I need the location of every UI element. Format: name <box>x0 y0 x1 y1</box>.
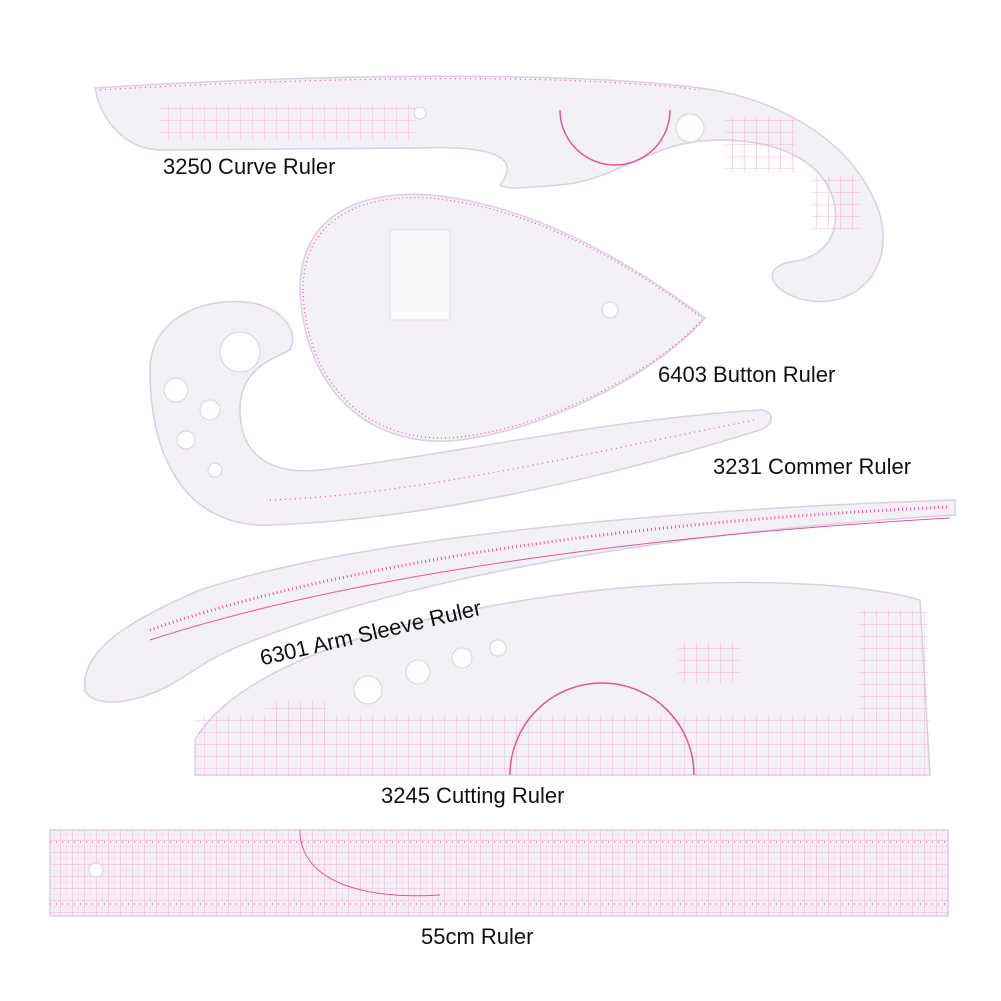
button-ruler-6403 <box>299 193 707 442</box>
arm-sleeve-ruler-6301 <box>84 499 956 703</box>
commer-ruler-3231 <box>149 300 772 526</box>
cutting-ruler-3245 <box>194 581 931 776</box>
curve-ruler-3250 <box>94 75 884 303</box>
commer-ruler-caption: 3231 Commer Ruler <box>713 454 912 479</box>
curve-ruler-caption: 3250 Curve Ruler <box>163 154 336 179</box>
55cm-ruler-caption: 55cm Ruler <box>421 924 534 949</box>
cutting-ruler-caption: 3245 Cutting Ruler <box>381 783 565 808</box>
button-ruler-caption: 6403 Button Ruler <box>658 362 836 387</box>
55cm-ruler <box>49 829 949 917</box>
